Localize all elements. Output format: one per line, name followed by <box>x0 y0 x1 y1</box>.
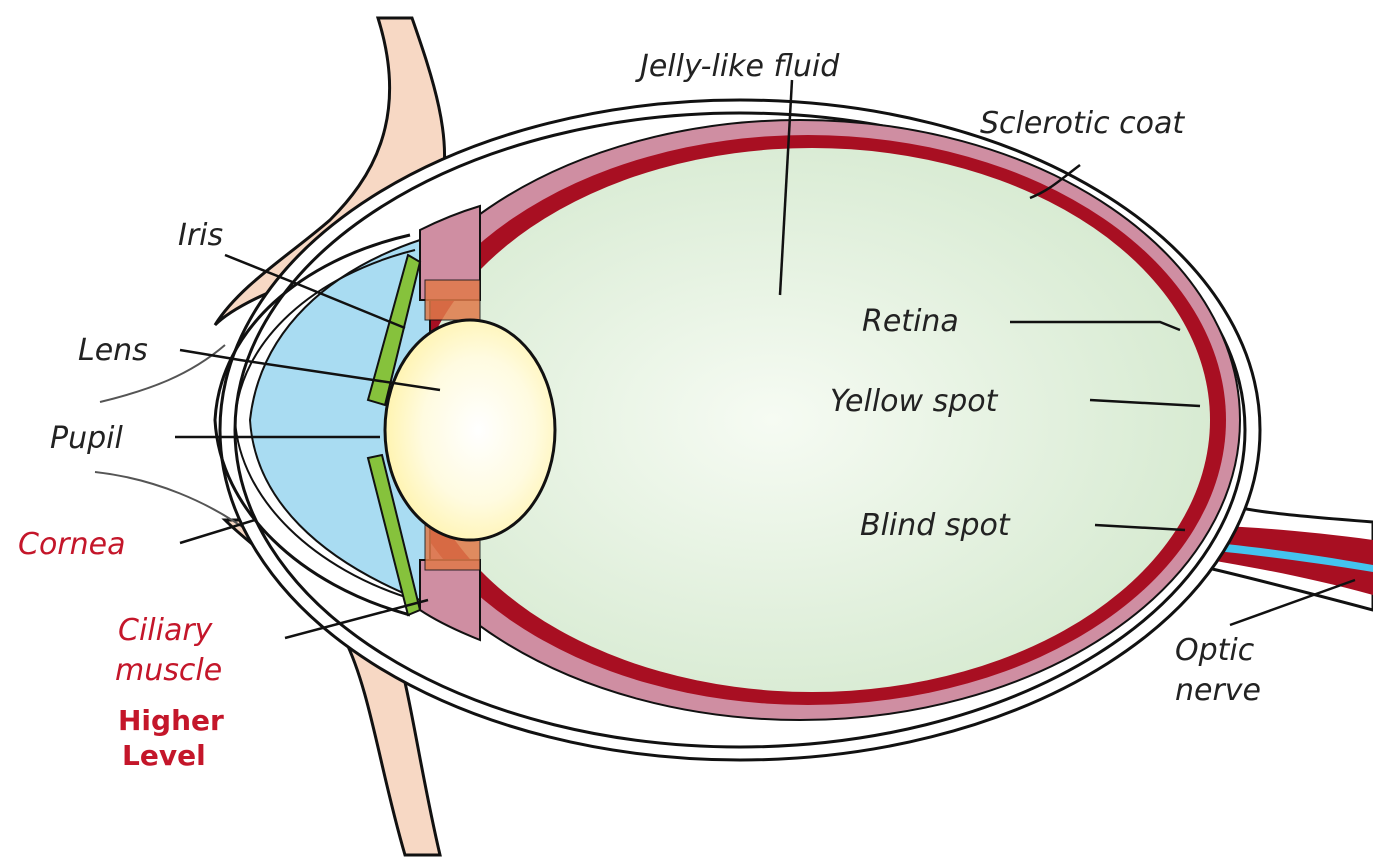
label-optic-line2: nerve <box>1175 673 1261 708</box>
label-lens: Lens <box>78 333 148 368</box>
label-iris: Iris <box>178 218 223 253</box>
ciliary-muscle-upper <box>425 280 480 320</box>
label-optic-line1: Optic <box>1175 633 1255 668</box>
label-yellow-spot: Yellow spot <box>830 384 999 419</box>
label-cornea: Cornea <box>18 527 126 562</box>
label-jelly-fluid: Jelly-like fluid <box>635 49 840 84</box>
lens <box>385 320 555 540</box>
label-blind-spot: Blind spot <box>860 508 1011 543</box>
label-pupil: Pupil <box>50 421 123 456</box>
label-higher-level-line2: Level <box>122 739 206 772</box>
label-ciliary-line1: Ciliary <box>118 613 214 648</box>
label-ciliary-line2: muscle <box>115 653 222 688</box>
label-retina: Retina <box>862 304 959 339</box>
label-higher-level-line1: Higher <box>118 704 224 737</box>
label-sclerotic-coat: Sclerotic coat <box>980 106 1185 141</box>
